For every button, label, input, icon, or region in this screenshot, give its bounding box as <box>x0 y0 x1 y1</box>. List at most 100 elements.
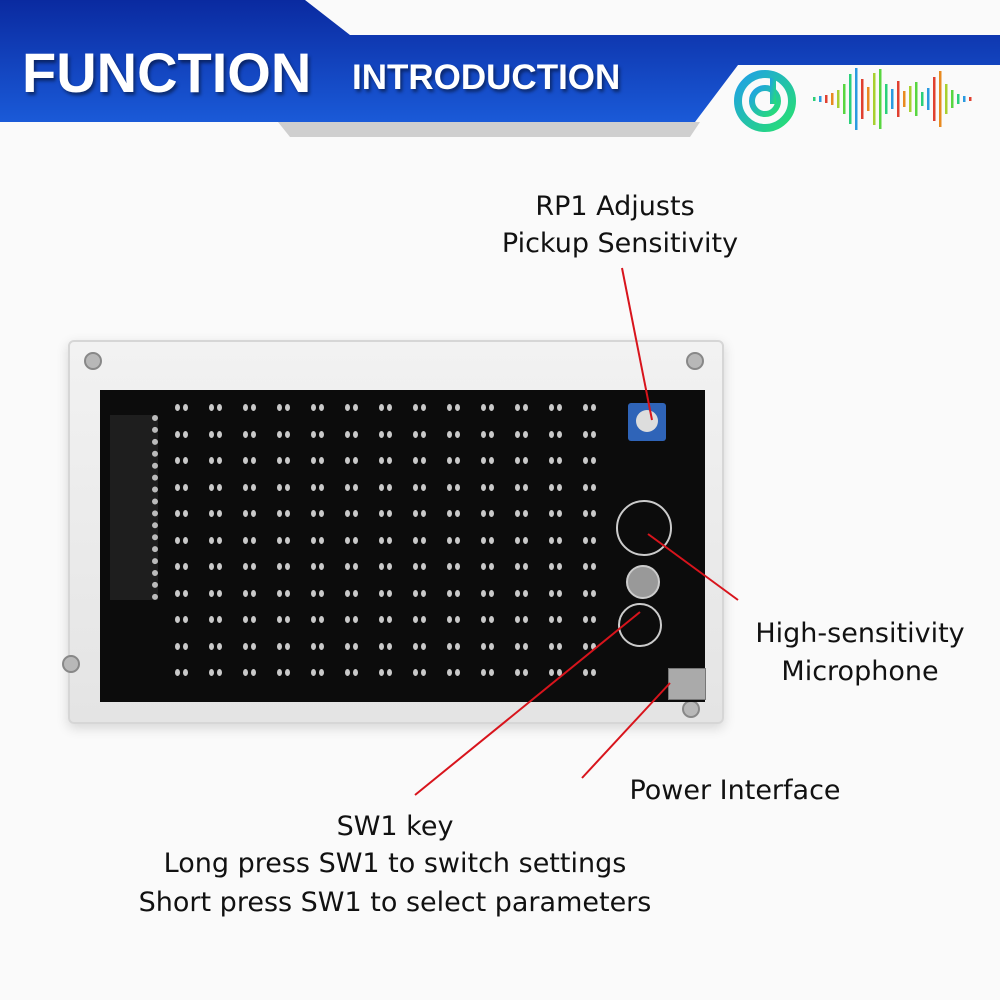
solder-pad <box>591 430 596 438</box>
solder-pad <box>515 563 520 570</box>
solder-pad <box>379 536 384 544</box>
solder-pad <box>455 589 460 597</box>
wave-bar <box>825 95 828 103</box>
solder-pad <box>217 404 222 411</box>
solder-pad <box>387 404 392 411</box>
solder-pad <box>583 616 588 623</box>
solder-pad <box>557 430 562 438</box>
solder-pad <box>345 404 350 411</box>
wave-bar <box>831 93 834 105</box>
wave-bar <box>867 87 870 111</box>
solder-pad <box>481 483 486 491</box>
sw1-callout-line <box>414 611 641 796</box>
microphone-label-line2: Microphone <box>781 656 939 687</box>
solder-pad <box>277 642 282 650</box>
solder-pad <box>549 510 554 517</box>
solder-pad <box>591 483 596 491</box>
solder-pad <box>175 536 180 544</box>
solder-pad <box>387 642 392 650</box>
wave-bar <box>855 68 858 130</box>
solder-pad <box>523 642 528 650</box>
solder-pad <box>353 510 358 517</box>
microphone-label-line1: High-sensitivity <box>755 618 965 649</box>
solder-pad <box>209 510 214 517</box>
wave-bar <box>909 86 912 112</box>
solder-pad <box>353 536 358 544</box>
solder-pad <box>489 563 494 570</box>
solder-pad <box>209 669 214 676</box>
solder-pad <box>455 510 460 517</box>
solder-pad <box>243 536 248 544</box>
solder-pad <box>549 483 554 491</box>
solder-pad <box>311 616 316 623</box>
solder-pad <box>557 616 562 623</box>
solder-pad <box>251 563 256 570</box>
solder-pad <box>557 457 562 464</box>
solder-pad <box>243 669 248 676</box>
sw1-label-line3: Short press SW1 to select parameters <box>138 887 652 918</box>
solder-pad <box>379 563 384 570</box>
solder-pad <box>489 616 494 623</box>
solder-pad <box>421 430 426 438</box>
solder-pad <box>311 589 316 597</box>
solder-pad <box>557 589 562 597</box>
solder-pad <box>251 483 256 491</box>
solder-pad <box>489 457 494 464</box>
solder-pad <box>583 457 588 464</box>
solder-pad <box>523 430 528 438</box>
solder-pad <box>243 589 248 597</box>
wave-bar <box>927 88 930 110</box>
solder-pad <box>217 483 222 491</box>
solder-pad <box>217 563 222 570</box>
solder-pad <box>387 616 392 623</box>
power-callout-line <box>581 682 671 779</box>
solder-pad <box>345 430 350 438</box>
solder-pad <box>413 642 418 650</box>
solder-pad <box>345 483 350 491</box>
solder-pad <box>319 404 324 411</box>
solder-pad <box>447 510 452 517</box>
wave-bar <box>819 96 822 102</box>
solder-pad <box>387 563 392 570</box>
solder-pad <box>277 536 282 544</box>
solder-pad <box>413 563 418 570</box>
wave-bar <box>885 84 888 114</box>
solder-pad <box>523 563 528 570</box>
solder-pad <box>379 589 384 597</box>
solder-pad <box>455 404 460 411</box>
solder-pad <box>311 404 316 411</box>
solder-pad <box>251 642 256 650</box>
solder-pad <box>515 430 520 438</box>
solder-pad <box>387 536 392 544</box>
solder-pad <box>413 430 418 438</box>
solder-pad <box>319 536 324 544</box>
solder-pad <box>311 669 316 676</box>
solder-pad <box>175 589 180 597</box>
solder-pad <box>421 510 426 517</box>
solder-pad <box>387 430 392 438</box>
solder-pad <box>523 536 528 544</box>
solder-pad <box>243 404 248 411</box>
solder-pad <box>183 642 188 650</box>
solder-pad <box>481 457 486 464</box>
solder-pad <box>489 536 494 544</box>
solder-pad <box>591 404 596 411</box>
solder-pad <box>311 563 316 570</box>
solder-pad <box>591 616 596 623</box>
solder-pad <box>209 404 214 411</box>
solder-pad <box>549 536 554 544</box>
solder-pad <box>277 510 282 517</box>
solder-pad <box>523 616 528 623</box>
solder-pad <box>277 457 282 464</box>
solder-pad <box>353 642 358 650</box>
solder-pad <box>421 669 426 676</box>
rp1-callout-line <box>621 267 653 421</box>
solder-pad <box>523 589 528 597</box>
solder-pad <box>217 642 222 650</box>
solder-pad <box>209 563 214 570</box>
solder-pad <box>277 616 282 623</box>
solder-pad <box>591 669 596 676</box>
solder-pad <box>209 616 214 623</box>
power-interface-port[interactable] <box>668 668 706 700</box>
